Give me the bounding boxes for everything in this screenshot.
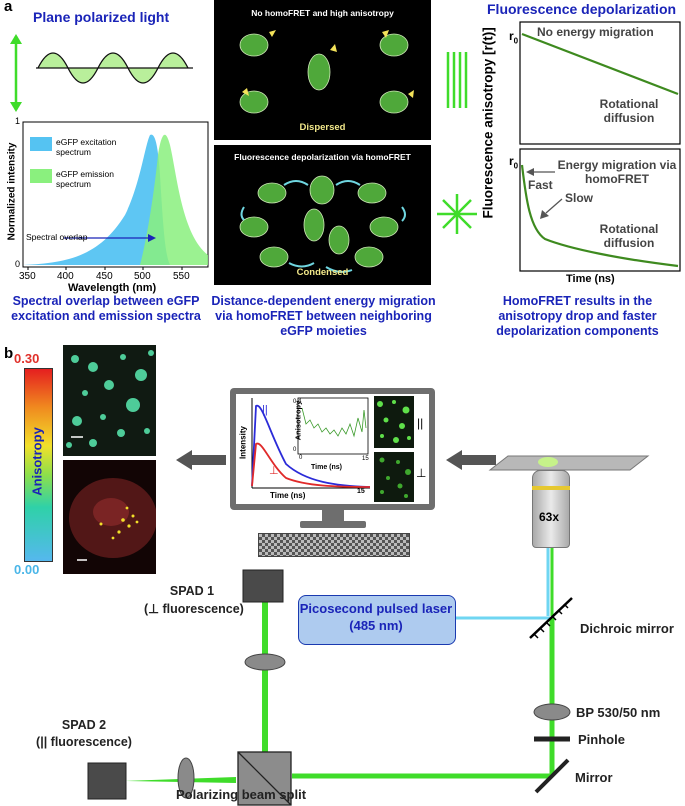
colorbar-max: 0.30 xyxy=(14,351,40,366)
pinhole-label: Pinhole xyxy=(578,732,625,747)
bottom-rotational-label: Rotational diffusion xyxy=(599,222,659,250)
caption-energy-migration: Distance-dependent energy migration via … xyxy=(211,294,436,338)
parallel-polarization-icon xyxy=(446,52,468,108)
perp-curve-label: ⊥ xyxy=(269,465,279,477)
ytick-top: 1 xyxy=(15,116,21,126)
inset-ytick: 0.4 xyxy=(293,399,302,405)
caption-homofret-result: HomoFRET results in the anisotropy drop … xyxy=(496,294,659,338)
right-arrow-icon xyxy=(446,450,496,470)
inset-y0: 0 xyxy=(293,447,297,453)
img-parallel-label: || xyxy=(417,416,424,430)
decay-plot xyxy=(251,397,371,489)
energy-migration-label: Energy migration via homoFRET xyxy=(557,158,677,186)
laser-label: Picosecond pulsed laser (485 nm) xyxy=(299,601,453,633)
no-migration-label: No energy migration xyxy=(537,25,654,39)
colorbar-min: 0.00 xyxy=(14,562,40,577)
condensed-label: Condensed xyxy=(296,267,349,278)
img-perp-label: ⊥ xyxy=(416,466,427,480)
overlap-label: Spectral overlap xyxy=(26,232,88,242)
bottom-r0: r0 xyxy=(509,154,519,171)
xtick-350: 350 xyxy=(19,271,36,282)
perp-image xyxy=(374,452,414,502)
dispersed-proteins xyxy=(239,30,414,114)
condensate-image xyxy=(63,345,156,456)
legend-emission: eGFP emission spectrum xyxy=(56,169,114,189)
caption-spectral-overlap: Spectral overlap between eGFP excitation… xyxy=(11,294,201,323)
spad1-sublabel: (⊥ fluorescence) xyxy=(144,602,244,616)
spad1-label: SPAD 1 xyxy=(169,584,215,598)
bp-filter-label: BP 530/50 nm xyxy=(576,705,661,720)
objective-band xyxy=(532,486,570,490)
panel-a-letter: a xyxy=(4,0,13,15)
dispersed-label: Dispersed xyxy=(299,122,346,133)
anisotropy-colorbar xyxy=(24,368,53,562)
excitation-curve xyxy=(23,134,170,265)
spectrum-xlabel: Wavelength (nm) xyxy=(68,282,157,294)
xtick-500: 500 xyxy=(134,271,151,282)
spectrum-ylabel: Normalized intensity xyxy=(6,142,18,241)
time-xlabel: Time (ns) xyxy=(566,273,615,285)
parallel-image xyxy=(374,396,414,448)
xtick-450: 450 xyxy=(96,271,113,282)
anisotropy-ylabel: Fluorescence anisotropy [r(t)] xyxy=(480,27,496,219)
xtick-550: 550 xyxy=(173,271,190,282)
monitor-x-end: 15 xyxy=(357,488,365,495)
objective-label: 63x xyxy=(539,510,560,524)
slow-label: Slow xyxy=(565,191,594,205)
depolarization-title: Fluorescence depolarization xyxy=(487,1,677,17)
plane-polarized-title: Plane polarized light xyxy=(33,9,170,25)
top-r0: r0 xyxy=(509,29,519,46)
mirror-label: Mirror xyxy=(575,770,613,785)
dispersed-title: No homoFRET and high anisotropy xyxy=(251,8,394,18)
parallel-curve-label: || xyxy=(262,404,268,416)
condensed-image xyxy=(214,145,431,285)
ytick-zero: 0 xyxy=(15,259,21,269)
monitor-time-label: Time (ns) xyxy=(270,491,306,500)
cell-image xyxy=(63,460,156,574)
monitor-base xyxy=(300,521,366,528)
spectrum-chart xyxy=(22,121,209,270)
spad2-sublabel: (|| fluorescence) xyxy=(36,735,132,749)
legend-excitation: eGFP excitation spectrum xyxy=(56,137,117,157)
xtick-400: 400 xyxy=(57,271,74,282)
top-rotational-label: Rotational diffusion xyxy=(599,97,659,125)
inset-xlabel: Time (ns) xyxy=(311,464,342,471)
keyboard xyxy=(258,533,410,557)
inset-x0: 0 xyxy=(299,455,303,461)
bottom-anisotropy-plot xyxy=(519,148,681,272)
polarized-wave-icon xyxy=(10,34,193,112)
depolarized-star-icon xyxy=(437,194,477,234)
dichroic-label: Dichroic mirror xyxy=(580,621,674,636)
emission-curve xyxy=(140,134,208,265)
spad2-label: SPAD 2 xyxy=(61,718,107,732)
laser-box xyxy=(298,595,456,645)
left-arrow-icon xyxy=(176,450,226,470)
top-anisotropy-plot xyxy=(519,21,681,145)
beam-split-label: Polarizing beam split xyxy=(176,787,307,802)
monitor-stand xyxy=(322,510,344,522)
optical-setup xyxy=(87,455,650,806)
condensed-title: Fluorescence depolarization via homoFRET xyxy=(234,152,411,162)
objective-lens xyxy=(532,470,570,548)
inset-x-end: 15 xyxy=(362,456,369,462)
condensed-proteins xyxy=(239,175,406,273)
panel-b-letter: b xyxy=(4,345,14,362)
inset-ylabel: Anisotropy xyxy=(293,400,303,441)
fast-label: Fast xyxy=(528,178,553,192)
